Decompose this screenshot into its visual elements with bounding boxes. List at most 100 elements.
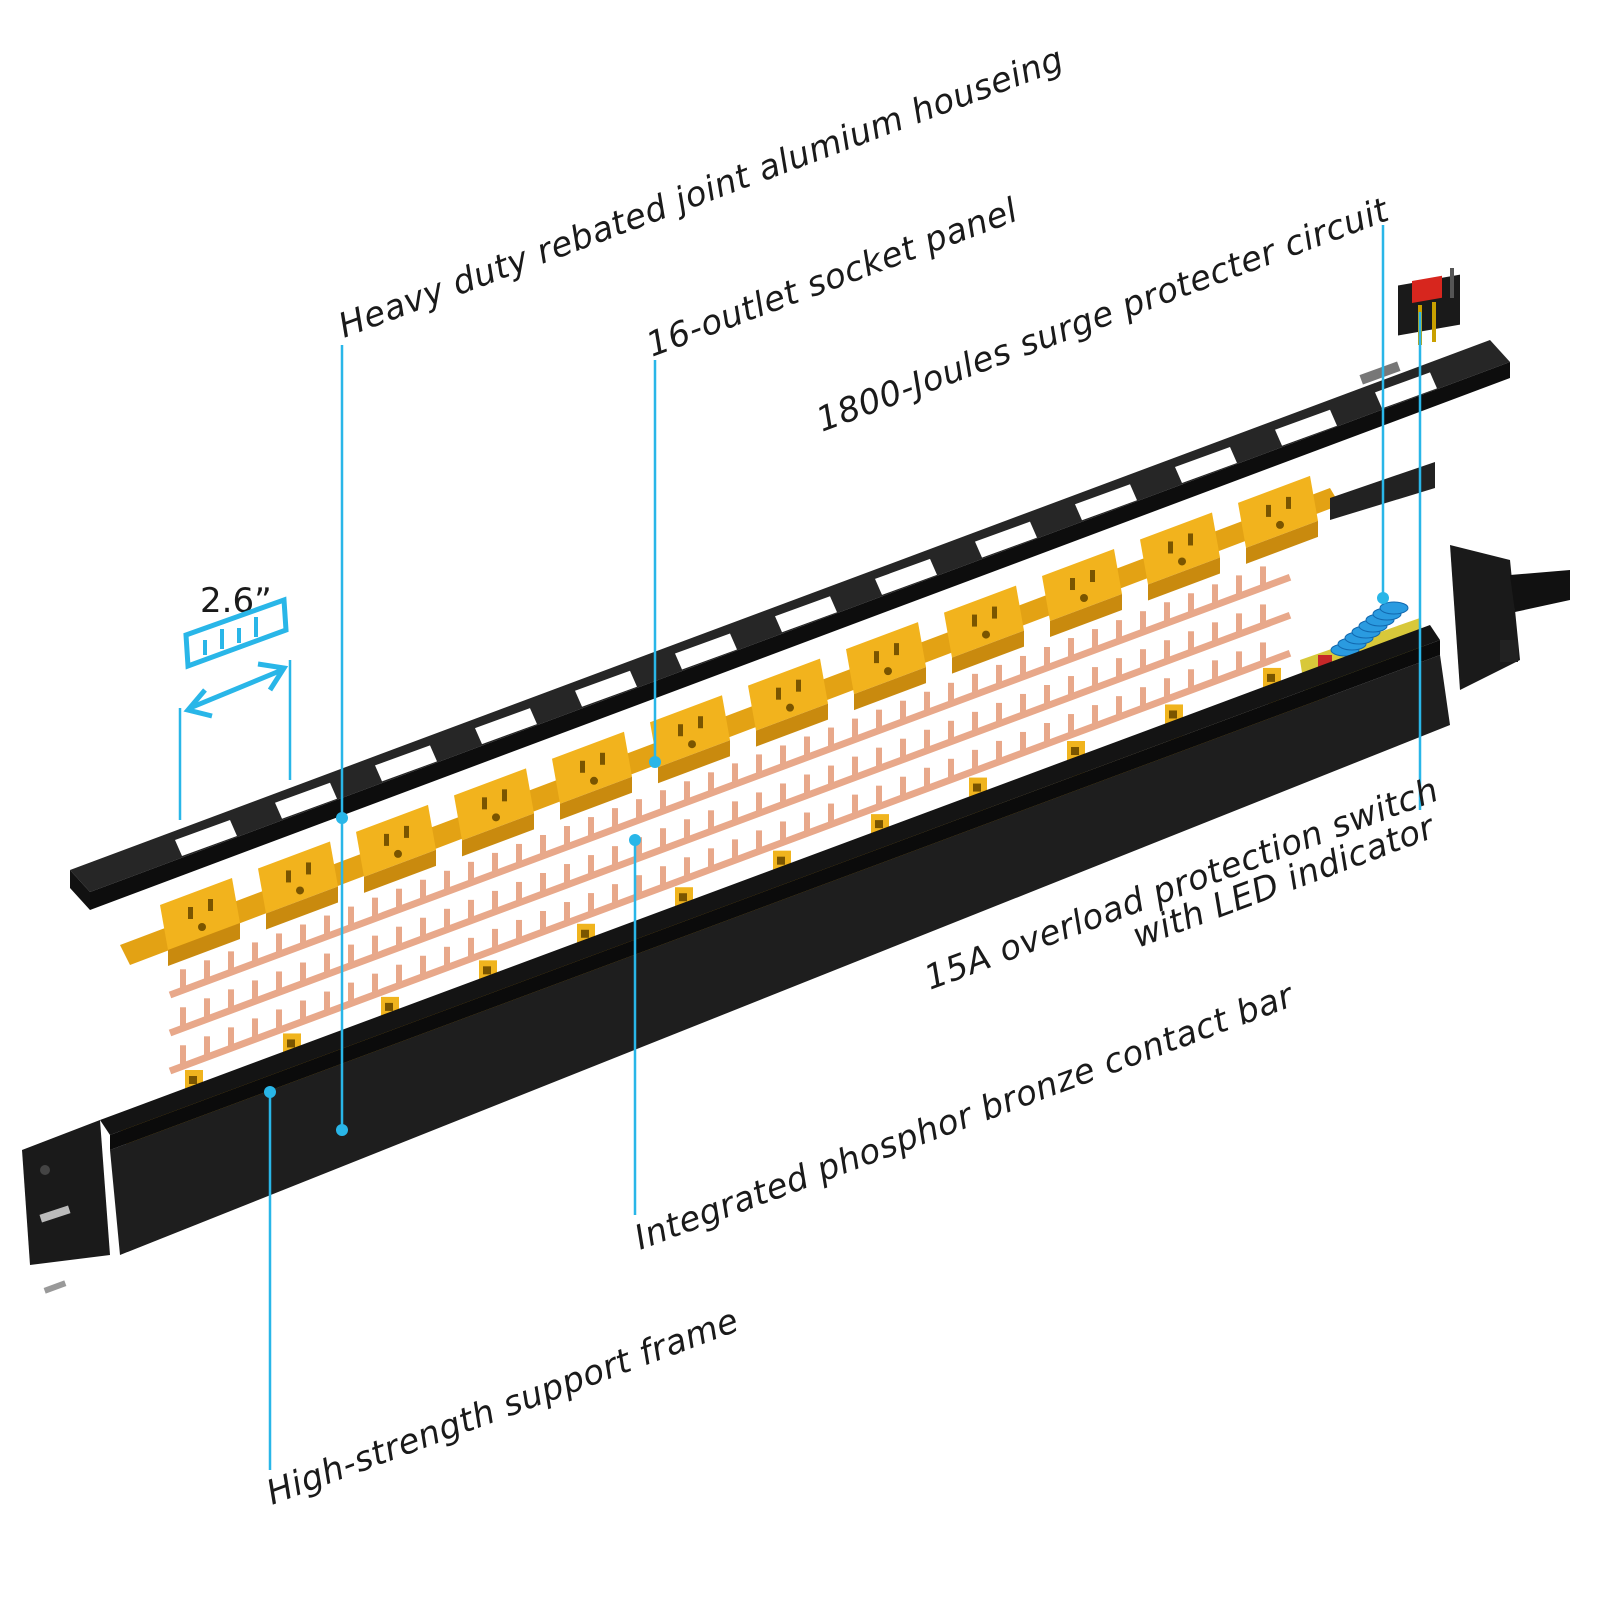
- label-frame: High-strength support frame: [261, 1301, 744, 1514]
- bronze-contact: [516, 843, 522, 866]
- outlet-ground: [982, 630, 990, 639]
- outlet-slot: [286, 870, 291, 883]
- post-hole: [581, 929, 589, 938]
- outlet-slot: [972, 614, 977, 627]
- bronze-contact: [276, 933, 282, 956]
- bronze-contact: [1044, 646, 1050, 669]
- channel-back-wall: [100, 625, 1440, 1135]
- outlet-socket: [944, 585, 1024, 658]
- outlet-ground: [296, 886, 304, 895]
- outlet-slot: [698, 716, 703, 729]
- bronze-contact: [1116, 620, 1122, 643]
- bronze-contact: [372, 935, 378, 958]
- channel-floor: [110, 640, 1440, 1150]
- outlet-socket-side: [1148, 557, 1220, 601]
- bronze-contact: [876, 709, 882, 732]
- bronze-contact: [420, 879, 426, 902]
- outlet-window: [175, 820, 237, 856]
- bronze-contact: [348, 944, 354, 967]
- bronze-contact: [732, 763, 738, 786]
- bronze-contact: [204, 960, 210, 983]
- outlet-socket-side: [756, 703, 828, 747]
- bronze-contact: [780, 783, 786, 806]
- label-housing: Heavy duty rebated joint alumium housein…: [333, 39, 1069, 346]
- switch-bolt: [1450, 268, 1454, 298]
- bronze-strip: [168, 611, 1292, 1037]
- bronze-contact: [492, 890, 498, 913]
- bronze-contact: [852, 718, 858, 741]
- outlet-slot: [1266, 504, 1271, 517]
- bronze-contact: [588, 817, 594, 840]
- bronze-contact: [900, 738, 906, 761]
- outlet-window: [875, 558, 937, 595]
- cord-clip: [1500, 640, 1518, 662]
- bronze-strip: [168, 649, 1292, 1075]
- outlet-ground: [394, 849, 402, 858]
- bronze-contact: [972, 673, 978, 696]
- right-end-cap: [1450, 545, 1520, 690]
- outlet-window: [475, 708, 537, 745]
- bronze-contact: [612, 846, 618, 869]
- leader-lines: [264, 225, 1422, 1470]
- post-hole: [1267, 673, 1275, 682]
- housing-side-lip: [90, 362, 1510, 910]
- outlet-socket-side: [266, 886, 338, 930]
- outlet-socket: [160, 878, 240, 950]
- loose-screw: [43, 1280, 67, 1294]
- bronze-contact: [1092, 705, 1098, 728]
- bronze-contact: [252, 980, 258, 1003]
- bronze-contact: [756, 754, 762, 777]
- bronze-contact: [252, 942, 258, 965]
- bronze-contact: [372, 973, 378, 996]
- outlet-slot: [1070, 578, 1075, 591]
- bronze-contact: [348, 906, 354, 929]
- outlet-slot: [188, 907, 193, 919]
- outlet-ground: [590, 776, 598, 785]
- outlet-slot: [894, 643, 899, 656]
- outlet-windows: [175, 372, 1437, 856]
- bronze-contact: [564, 902, 570, 925]
- bronze-contact: [468, 899, 474, 922]
- bronze-contact: [1236, 575, 1242, 598]
- outlet-socket: [258, 841, 338, 914]
- bronze-contact: [756, 830, 762, 853]
- post-hole: [189, 1076, 197, 1084]
- leader-dot: [336, 812, 348, 824]
- outlet-socket: [748, 658, 828, 731]
- bronze-contact: [948, 682, 954, 705]
- width-arrow: [183, 661, 289, 719]
- bronze-contact: [732, 801, 738, 824]
- bronze-contact: [444, 908, 450, 931]
- outlet-slot: [1286, 496, 1291, 509]
- bronze-contact: [948, 758, 954, 781]
- socket-panel: [120, 475, 1340, 966]
- bronze-contact: [1188, 669, 1194, 692]
- bronze-contact: [1212, 584, 1218, 607]
- bronze-contact: [804, 812, 810, 835]
- bronze-contact: [1164, 640, 1170, 663]
- outlet-ground: [688, 740, 696, 749]
- outlet-window: [775, 596, 837, 633]
- post-hole: [1169, 710, 1177, 719]
- bronze-contact: [1212, 660, 1218, 683]
- bronze-contact: [300, 1000, 306, 1023]
- bronze-contact: [516, 881, 522, 904]
- bronze-contact: [828, 727, 834, 750]
- outlet-ground: [1178, 557, 1186, 566]
- bronze-contact: [804, 736, 810, 759]
- outlet-ground: [492, 813, 500, 822]
- outlet-slot: [502, 789, 507, 802]
- bronze-contact: [180, 1045, 186, 1068]
- bronze-contact: [444, 946, 450, 969]
- bronze-contact: [852, 756, 858, 779]
- bronze-contact: [564, 826, 570, 849]
- outlet-slot: [796, 679, 801, 692]
- bronze-contact: [756, 792, 762, 815]
- outlet-socket: [454, 768, 534, 841]
- bronze-contact: [1068, 714, 1074, 737]
- outlet-window: [675, 633, 737, 670]
- bronze-contact: [972, 749, 978, 772]
- bronze-contact: [468, 861, 474, 884]
- left-end-cap: [22, 1120, 110, 1265]
